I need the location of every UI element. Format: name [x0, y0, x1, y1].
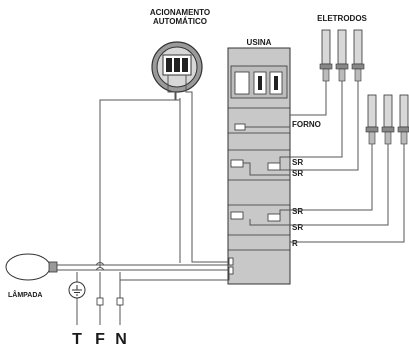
electrode-icon	[381, 94, 395, 145]
usina-label: USINA	[247, 38, 272, 47]
sr-label-4: SR	[292, 223, 303, 232]
label-t: T	[72, 331, 82, 347]
acionamento-label-line1: ACIONAMENTO	[150, 8, 210, 17]
eletrodos-label: ELETRODOS	[317, 14, 367, 23]
usina-panel	[227, 47, 291, 285]
timer-device-icon	[151, 41, 203, 93]
electrode-icon	[397, 94, 409, 145]
electrode-icon	[319, 29, 333, 82]
r-label: R	[292, 239, 298, 248]
forno-label: FORNO	[292, 120, 321, 129]
terminal-n	[116, 297, 124, 306]
ground-symbol-icon	[68, 281, 86, 299]
lamp-icon	[5, 253, 58, 281]
acionamento-label-line2: AUTOMÁTICO	[153, 17, 207, 26]
wiring	[55, 75, 405, 325]
sr-label-2: SR	[292, 169, 303, 178]
electrode-icon	[365, 94, 379, 145]
label-n: N	[115, 331, 127, 347]
electrode-icon	[335, 29, 349, 82]
electrode-icon	[351, 29, 365, 82]
label-f: F	[95, 331, 105, 347]
sr-label-3: SR	[292, 207, 303, 216]
sr-label-1: SR	[292, 158, 303, 167]
lampada-label: LÂMPADA	[8, 290, 42, 299]
terminal-f	[96, 297, 104, 306]
